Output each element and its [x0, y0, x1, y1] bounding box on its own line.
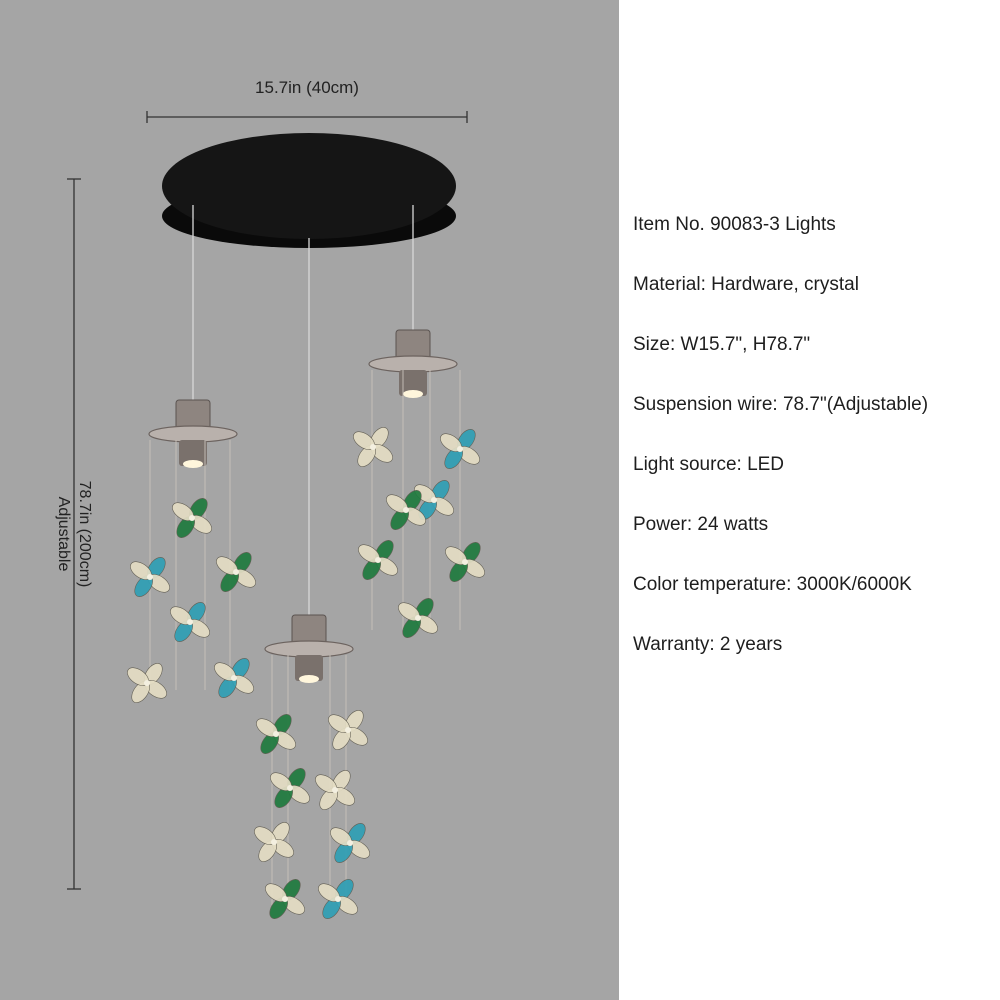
- crystal-center: [335, 896, 341, 902]
- lamp-ring: [264, 640, 354, 658]
- product-photo: 15.7in (40cm) 78.7in (200cm) Adjustable: [0, 0, 619, 1000]
- crystal-center: [233, 569, 239, 575]
- crystal-flower: [256, 714, 296, 754]
- spec-color-temperature: Color temperature: 3000K/6000K: [633, 574, 912, 595]
- lamp-shade: [179, 440, 207, 466]
- crystal-flower: [398, 598, 438, 638]
- lamp-ring: [368, 355, 458, 373]
- crystal-center: [370, 444, 376, 450]
- width-label: 15.7in (40cm): [255, 78, 359, 97]
- crystal-flower: [445, 542, 485, 582]
- crystal-center: [144, 680, 150, 686]
- crystal-flower: [353, 427, 393, 467]
- crystal-center: [375, 557, 381, 563]
- led-bulb: [183, 460, 203, 468]
- crystal-flower: [386, 490, 426, 530]
- crystal-flower: [315, 770, 355, 810]
- crystal-center: [457, 446, 463, 452]
- crystal-center: [271, 839, 277, 845]
- lamp-shade: [399, 370, 427, 396]
- height-note: Adjustable: [55, 496, 72, 572]
- spec-suspension-wire: Suspension wire: 78.7"(Adjustable): [633, 394, 929, 415]
- width-dimension-line: [146, 111, 468, 123]
- crystal-center: [415, 615, 421, 621]
- crystal-center: [462, 559, 468, 565]
- led-bulb: [403, 390, 423, 398]
- lamp-shade: [295, 655, 323, 681]
- crystal-center: [403, 507, 409, 513]
- crystal-center: [332, 787, 338, 793]
- crystal-flower: [216, 552, 256, 592]
- crystal-center: [431, 497, 437, 503]
- spec-power: Power: 24 watts: [633, 514, 769, 535]
- spec-material: Material: Hardware, crystal: [633, 274, 859, 295]
- pendant-lamp-illustration: [67, 111, 485, 919]
- height-label-group: 78.7in (200cm) Adjustable: [53, 424, 95, 644]
- crystal-center: [147, 574, 153, 580]
- crystal-center: [187, 619, 193, 625]
- crystal-flower: [270, 768, 310, 808]
- crystal-center: [287, 785, 293, 791]
- crystal-flower: [127, 663, 167, 703]
- led-bulb: [299, 675, 319, 683]
- crystal-flower: [254, 822, 294, 862]
- crystal-flower: [265, 879, 305, 919]
- crystal-flower: [172, 498, 212, 538]
- crystal-flower: [214, 658, 254, 698]
- spec-list: Item No. 90083-3 Lights Material: Hardwa…: [633, 211, 993, 691]
- spec-light-source: Light source: LED: [633, 454, 785, 475]
- crystal-flower: [318, 879, 358, 919]
- crystal-center: [189, 515, 195, 521]
- lamp-ring: [148, 425, 238, 443]
- crystal-center: [347, 840, 353, 846]
- crystal-flower: [358, 540, 398, 580]
- crystal-center: [282, 896, 288, 902]
- spec-item-number: Item No. 90083-3 Lights: [633, 214, 836, 235]
- height-dimension-line: [67, 178, 81, 890]
- ceiling-canopy: [162, 133, 456, 248]
- height-label: 78.7in (200cm): [76, 480, 93, 588]
- crystal-center: [273, 731, 279, 737]
- crystal-flower: [440, 429, 480, 469]
- spec-size: Size: W15.7", H78.7": [633, 334, 811, 355]
- crystal-center: [231, 675, 237, 681]
- crystal-flower: [170, 602, 210, 642]
- crystal-center: [345, 727, 351, 733]
- crystal-flower: [330, 823, 370, 863]
- spec-warranty: Warranty: 2 years: [633, 634, 783, 655]
- crystal-flower: [130, 557, 170, 597]
- crystal-flower: [328, 710, 368, 750]
